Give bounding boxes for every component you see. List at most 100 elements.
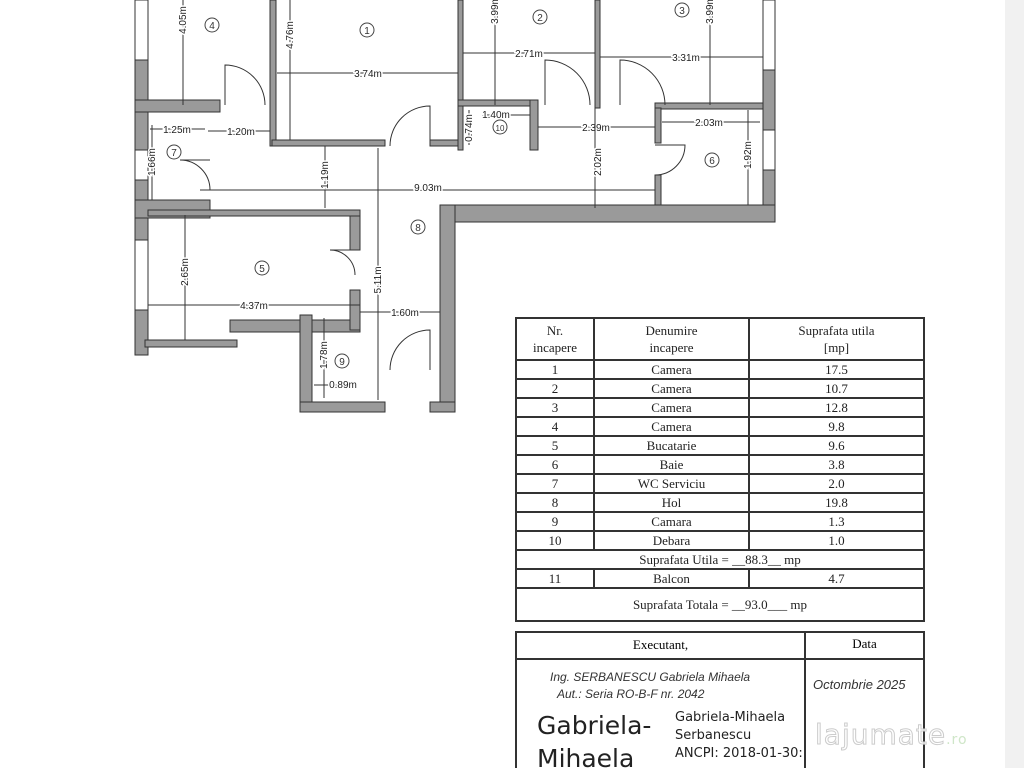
- room-number-circle: [410, 219, 426, 235]
- dimension-label: 2.65m: [180, 258, 191, 286]
- wall: [147, 209, 361, 217]
- dimension-label: 4.05m: [178, 6, 189, 34]
- dimension-label: 1.25m: [163, 125, 191, 136]
- cell-area: 19.8: [748, 492, 925, 513]
- cell-area: 10.7: [748, 378, 925, 399]
- wall: [594, 0, 601, 109]
- dimension-label: 3.74m: [354, 69, 382, 80]
- dimension-label: 1.20m: [227, 127, 255, 138]
- utila-total: Suprafata Utila = __88.3__ mp: [515, 549, 925, 570]
- room-number: 9: [339, 357, 345, 368]
- cell-nr: 9: [515, 511, 595, 532]
- dimension-label: 3.31m: [672, 53, 700, 64]
- dimension-label: 1.40m: [482, 110, 510, 121]
- cell-area: 4.7: [748, 568, 925, 589]
- room-number: 2: [537, 13, 543, 24]
- door-swing: [224, 64, 266, 106]
- room-number-circle: [334, 353, 350, 369]
- dimension-label: 4.37m: [240, 301, 268, 312]
- cell-area: 12.8: [748, 397, 925, 418]
- dimension-label: 1.19m: [320, 161, 331, 189]
- cell-name: WC Serviciu: [593, 473, 750, 494]
- wall: [529, 99, 539, 151]
- cell-name: Hol: [593, 492, 750, 513]
- wall: [457, 0, 464, 151]
- room-number: 4: [209, 21, 215, 32]
- header-name: Denumire incapere: [593, 317, 750, 361]
- cell-name: Balcon: [593, 568, 750, 589]
- cell-nr: 2: [515, 378, 595, 399]
- wall: [229, 319, 361, 333]
- wall: [299, 314, 313, 413]
- cell-nr: 10: [515, 530, 595, 551]
- dimension-label: 3.99m: [705, 0, 716, 24]
- cell-nr: 8: [515, 492, 595, 513]
- cell-name: Debara: [593, 530, 750, 551]
- cell-nr: 1: [515, 359, 595, 380]
- wall: [439, 204, 456, 413]
- wall: [439, 204, 776, 223]
- dimension-label: 1.92m: [743, 141, 754, 169]
- cell-name: Camera: [593, 416, 750, 437]
- signature-name: Gabriela- Mihaela: [537, 711, 652, 773]
- cell-area: 1.3: [748, 511, 925, 532]
- scrollbar-track[interactable]: [1005, 0, 1024, 768]
- room-number-circle: [492, 119, 508, 135]
- rooms-table: Nr. incapere Denumire incapere Suprafata…: [515, 317, 925, 622]
- room-number-circle: [704, 152, 720, 168]
- cell-area: 17.5: [748, 359, 925, 380]
- header-area: Suprafata utila [mp]: [748, 317, 925, 361]
- door-swing: [654, 144, 686, 176]
- cell-area: 2.0: [748, 473, 925, 494]
- dimension-label: 0.74m: [464, 114, 475, 142]
- door-swing: [329, 249, 356, 276]
- executant-label: Executant,: [517, 633, 806, 660]
- room-number-circle: [166, 144, 182, 160]
- cell-nr: 11: [515, 568, 595, 589]
- room-number: 8: [415, 223, 421, 234]
- cell-nr: 7: [515, 473, 595, 494]
- signature-line: Gabriela-Mihaela: [675, 710, 786, 725]
- wall: [457, 99, 539, 107]
- totala-row: Suprafata Totala = __93.0___ mp: [515, 587, 925, 622]
- cell-area: 9.6: [748, 435, 925, 456]
- wall: [349, 289, 361, 331]
- dimension-label: 5.11m: [373, 266, 384, 293]
- cell-nr: 6: [515, 454, 595, 475]
- data-label: Data: [806, 633, 923, 660]
- door-swing: [389, 105, 431, 147]
- cell-name: Camera: [593, 359, 750, 380]
- wall: [144, 339, 238, 348]
- watermark-tld: .ro: [946, 732, 968, 748]
- totala-total: Suprafata Totala = __93.0___ mp: [515, 587, 925, 622]
- cell-nr: 5: [515, 435, 595, 456]
- wall: [271, 139, 386, 147]
- door-swing: [179, 159, 211, 191]
- dimension-label: 3.99m: [490, 0, 501, 24]
- wall: [134, 99, 221, 113]
- dimension-label: 2.02m: [593, 148, 604, 176]
- door-swing: [544, 59, 591, 106]
- divider: [804, 658, 806, 768]
- signature-line: Serbanescu: [675, 728, 752, 743]
- utila-row: Suprafata Utila = __88.3__ mp: [515, 549, 925, 570]
- window: [134, 239, 149, 311]
- dimension-label: 2.03m: [695, 118, 723, 129]
- dimension-label: 2.71m: [515, 49, 543, 60]
- dimension-label: 1.78m: [319, 341, 330, 369]
- wall: [299, 401, 386, 413]
- cell-name: Camera: [593, 397, 750, 418]
- window: [134, 149, 149, 181]
- cell-nr: 4: [515, 416, 595, 437]
- dimension-label: 1.60m: [391, 308, 419, 319]
- room-number: 3: [679, 6, 685, 17]
- signature-details: Gabriela-Mihaela Serbanescu ANCPI: 2018-…: [675, 709, 803, 763]
- cell-name: Camera: [593, 378, 750, 399]
